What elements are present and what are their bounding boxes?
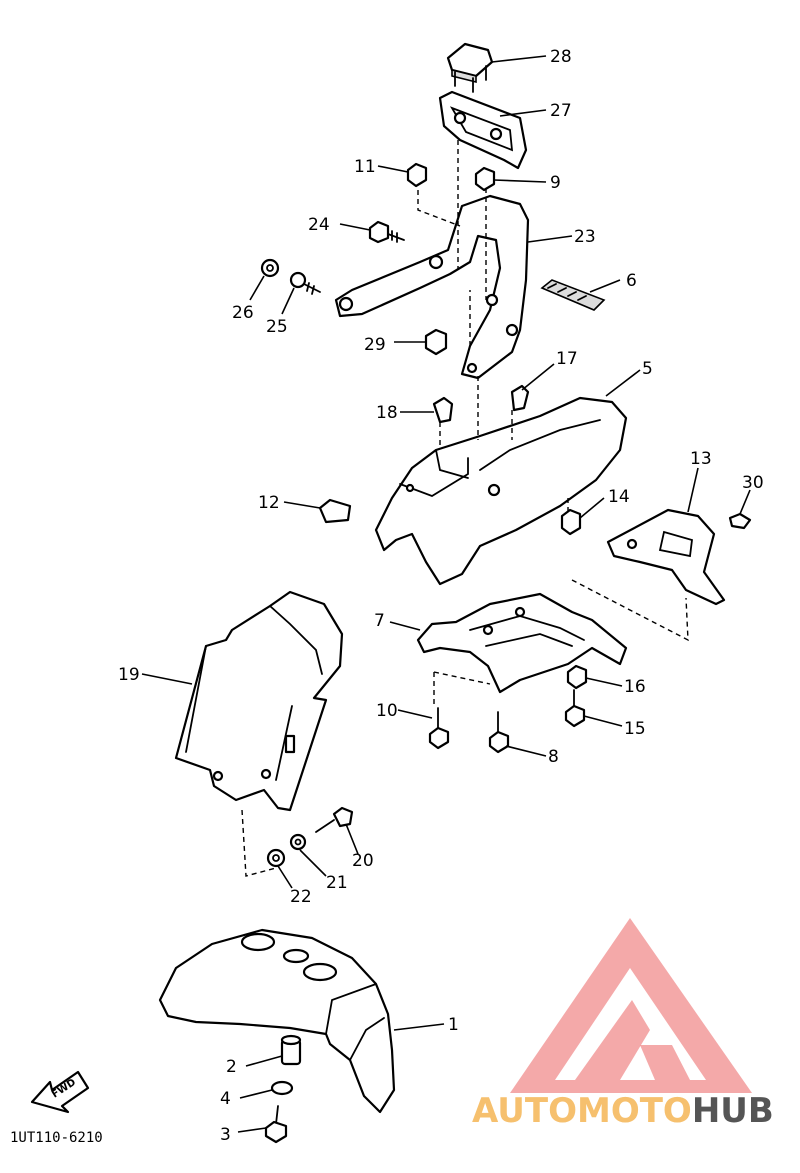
part-4-washer[interactable] bbox=[270, 1080, 294, 1096]
callout-11: 11 bbox=[354, 157, 376, 177]
callout-22: 22 bbox=[290, 887, 312, 907]
callout-4: 4 bbox=[220, 1089, 231, 1109]
callout-17: 17 bbox=[556, 349, 578, 369]
callout-29: 29 bbox=[364, 335, 386, 355]
callout-30: 30 bbox=[742, 473, 764, 493]
callout-2: 2 bbox=[226, 1057, 237, 1077]
callout-28: 28 bbox=[550, 47, 572, 67]
part-19-inner-fender[interactable] bbox=[174, 590, 344, 812]
callout-12: 12 bbox=[258, 493, 280, 513]
callout-5: 5 bbox=[642, 359, 653, 379]
part-27-plate[interactable] bbox=[438, 90, 528, 170]
part-18-clip[interactable] bbox=[432, 396, 454, 424]
part-5-fender[interactable] bbox=[374, 396, 628, 586]
part-8-bolt[interactable] bbox=[488, 711, 510, 754]
callout-18: 18 bbox=[376, 403, 398, 423]
part-17-clip[interactable] bbox=[510, 384, 530, 412]
watermark-word-auto: AUTO bbox=[472, 1091, 577, 1131]
part-15-bolt[interactable] bbox=[564, 689, 586, 728]
callout-9: 9 bbox=[550, 173, 561, 193]
callout-7: 7 bbox=[374, 611, 385, 631]
callout-labels: 28 27 11 9 24 23 6 26 25 29 17 5 18 13 3… bbox=[118, 47, 764, 1145]
part-24-bolt[interactable] bbox=[368, 220, 405, 244]
callout-1: 1 bbox=[448, 1015, 459, 1035]
callout-21: 21 bbox=[326, 873, 348, 893]
part-11-nut[interactable] bbox=[406, 162, 428, 188]
part-2-collar[interactable] bbox=[280, 1034, 302, 1066]
callout-27: 27 bbox=[550, 101, 572, 121]
watermark-word-hub: HUB bbox=[692, 1091, 774, 1131]
callout-14: 14 bbox=[608, 487, 630, 507]
callout-20: 20 bbox=[352, 851, 374, 871]
assembly-lines bbox=[241, 140, 689, 877]
fwd-arrow: FWD bbox=[30, 1070, 90, 1114]
part-13-bracket[interactable] bbox=[606, 508, 726, 606]
part-29-grommet[interactable] bbox=[424, 328, 448, 356]
part-23-stay[interactable] bbox=[334, 194, 530, 380]
watermark-auto: AUTOMOTOHUB bbox=[472, 1091, 774, 1131]
part-16-nut[interactable] bbox=[566, 664, 588, 690]
callout-3: 3 bbox=[220, 1125, 231, 1145]
part-22-washer[interactable] bbox=[266, 848, 286, 868]
part-25-bolt[interactable] bbox=[289, 271, 321, 295]
part-7-tray[interactable] bbox=[416, 592, 628, 694]
callout-19: 19 bbox=[118, 665, 140, 685]
callout-8: 8 bbox=[548, 747, 559, 767]
part-14-nut[interactable] bbox=[560, 508, 582, 536]
part-1-front-fender[interactable] bbox=[158, 928, 396, 1114]
part-30-clip[interactable] bbox=[728, 512, 752, 530]
callout-15: 15 bbox=[624, 719, 646, 739]
callout-24: 24 bbox=[308, 215, 330, 235]
callout-13: 13 bbox=[690, 449, 712, 469]
callout-16: 16 bbox=[624, 677, 646, 697]
callout-10: 10 bbox=[376, 701, 398, 721]
part-20-bolt[interactable] bbox=[315, 806, 354, 833]
callout-26: 26 bbox=[232, 303, 254, 323]
part-9-nut[interactable] bbox=[474, 166, 496, 192]
part-26-nut[interactable] bbox=[260, 258, 280, 278]
part-12-clip[interactable] bbox=[318, 498, 352, 524]
part-10-bolt[interactable] bbox=[428, 707, 450, 750]
part-21-washer[interactable] bbox=[289, 833, 307, 851]
diagram-code: 1UT110-6210 bbox=[10, 1130, 103, 1146]
part-3-bolt[interactable] bbox=[264, 1105, 288, 1144]
callout-25: 25 bbox=[266, 317, 288, 337]
watermark-logo: AUTOMOTOHUB bbox=[472, 918, 774, 1131]
watermark-word-moto: MOTO bbox=[577, 1091, 692, 1131]
part-6-decal[interactable] bbox=[540, 279, 606, 311]
callout-6: 6 bbox=[626, 271, 637, 291]
leader-lines bbox=[141, 55, 751, 1133]
callout-23: 23 bbox=[574, 227, 596, 247]
part-28-bracket[interactable] bbox=[446, 42, 494, 93]
